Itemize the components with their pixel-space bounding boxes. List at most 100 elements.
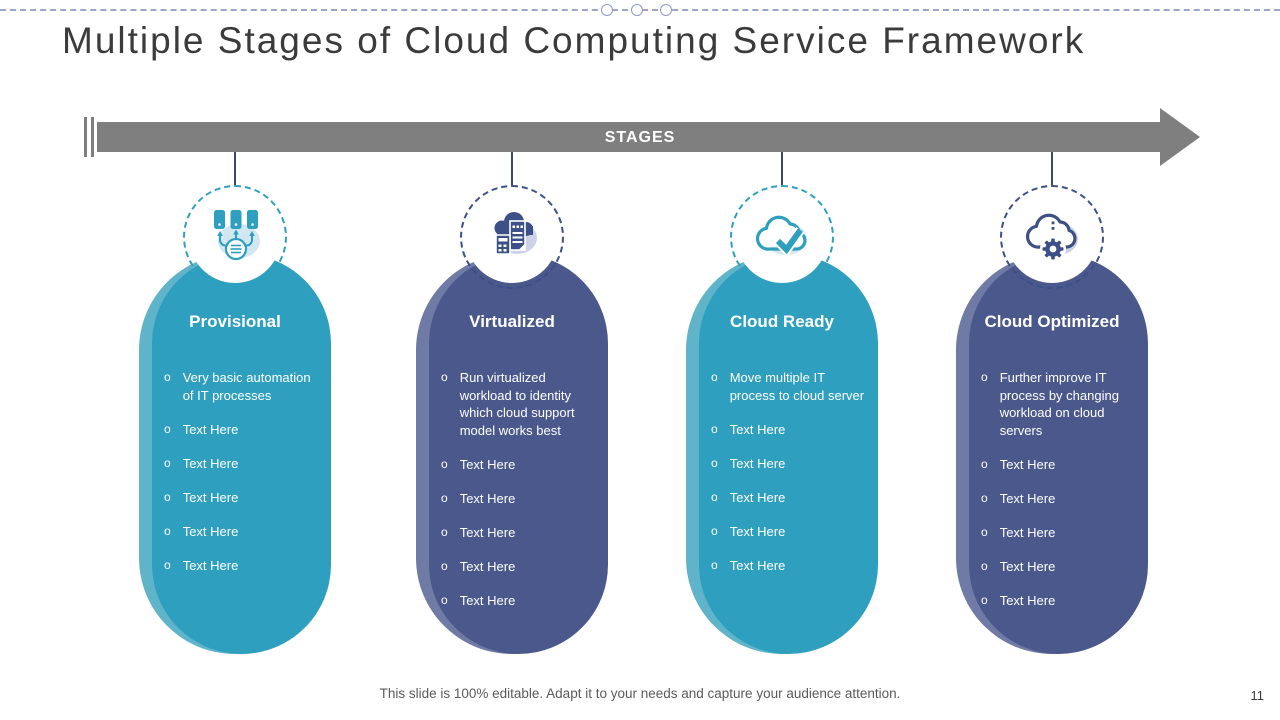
bullet-text: Text Here	[182, 421, 239, 437]
bullet-item: o Text Here	[164, 455, 319, 473]
stage-name: Cloud Ready	[730, 312, 834, 331]
bullet-marker: o	[164, 557, 171, 572]
bullet-marker: o	[711, 455, 718, 470]
bullet-text: Text Here	[999, 524, 1056, 540]
stage-icon-circle	[189, 191, 281, 283]
bullet-text: Text Here	[459, 456, 516, 472]
bullet-text: Text Here	[459, 524, 516, 540]
divider-circle-icon	[631, 4, 643, 16]
bullet-text: Move multiple IT process to cloud server	[729, 370, 865, 403]
bullet-text: Text Here	[182, 557, 239, 573]
stage-name: Virtualized	[469, 312, 555, 331]
bullet-marker: o	[981, 370, 988, 384]
bullet-marker: o	[981, 592, 988, 607]
connector-line	[781, 152, 783, 185]
stage-column-virtualized: Virtualized o Run virtualized workload to…	[416, 150, 608, 670]
bullet-item: o Text Here	[441, 490, 596, 508]
bullet-marker: o	[711, 523, 718, 538]
banner-tail-mark	[84, 117, 87, 157]
distribution-servers-icon	[214, 210, 260, 261]
stage-bullet-list: o Run virtualized workload to identity wh…	[416, 369, 608, 609]
bullet-text: Text Here	[999, 592, 1056, 608]
bullet-text: Text Here	[729, 489, 786, 505]
stage-pill: Virtualized o Run virtualized workload to…	[416, 254, 608, 654]
stage-icon-circle	[1006, 191, 1098, 283]
bullet-item: o Text Here	[711, 421, 866, 439]
banner-arrowhead	[1160, 108, 1200, 166]
bullet-marker: o	[981, 524, 988, 539]
banner-tail-mark	[91, 117, 94, 157]
bullet-text: Text Here	[999, 456, 1056, 472]
slide-title: Multiple Stages of Cloud Computing Servi…	[62, 20, 1086, 61]
footer-note: This slide is 100% editable. Adapt it to…	[379, 686, 901, 701]
bullet-marker: o	[981, 490, 988, 505]
bullet-item: o Text Here	[711, 455, 866, 473]
stages-banner-label: STAGES	[604, 129, 676, 146]
bullet-text: Text Here	[729, 421, 786, 437]
stage-pill: Cloud Optimized o Further improve IT proc…	[956, 254, 1148, 654]
bullet-marker: o	[441, 524, 448, 539]
stage-icon-circle	[736, 191, 828, 283]
bullet-item: o Text Here	[981, 490, 1136, 508]
bullet-marker: o	[711, 421, 718, 436]
bullet-marker: o	[441, 370, 448, 384]
bullet-text: Run virtualized workload to identity whi…	[459, 370, 575, 438]
stage-bullet-list: o Move multiple IT process to cloud serve…	[686, 369, 878, 574]
bullet-text: Text Here	[459, 558, 516, 574]
divider-circle-icon	[601, 4, 613, 16]
stage-name: Cloud Optimized	[984, 312, 1120, 331]
bullet-text: Text Here	[999, 558, 1056, 574]
cloud-gear-icon	[1025, 213, 1078, 262]
bullet-marker: o	[711, 489, 718, 504]
bullet-text: Text Here	[459, 592, 516, 608]
bullet-marker: o	[711, 557, 718, 572]
bullet-text: Text Here	[459, 490, 516, 506]
stages-banner-bar	[97, 122, 1160, 152]
bullet-marker: o	[164, 421, 171, 436]
stage-column-cloud-optimized: Cloud Optimized o Further improve IT proc…	[956, 150, 1148, 670]
bullet-text: Text Here	[182, 455, 239, 471]
bullet-item: o Text Here	[164, 421, 319, 439]
bullet-item: o Text Here	[164, 557, 319, 575]
connector-line	[511, 152, 513, 185]
cloud-building-calculator-icon	[494, 212, 537, 255]
stage-icon-ring	[730, 185, 834, 289]
connector-line	[1051, 152, 1053, 185]
bullet-text: Text Here	[182, 489, 239, 505]
bullet-item: o Text Here	[711, 489, 866, 507]
bullet-marker: o	[164, 455, 171, 470]
bullet-item: o Text Here	[441, 524, 596, 542]
bullet-marker: o	[441, 490, 448, 505]
bullet-text: Text Here	[999, 490, 1056, 506]
bullet-item: o Move multiple IT process to cloud serve…	[711, 369, 866, 404]
bullet-text: Further improve IT process by changing w…	[999, 370, 1119, 438]
bullet-item: o Text Here	[981, 524, 1136, 542]
stage-icon-circle	[466, 191, 558, 283]
divider-circle-icon	[660, 4, 672, 16]
bullet-marker: o	[164, 489, 171, 504]
stage-bullet-list: o Very basic automation of IT processes o…	[139, 369, 331, 574]
bullet-item: o Further improve IT process by changing …	[981, 369, 1136, 439]
stage-pill: Cloud Ready o Move multiple IT process to…	[686, 254, 878, 654]
stage-bullet-list: o Further improve IT process by changing …	[956, 369, 1148, 609]
bullet-text: Text Here	[729, 455, 786, 471]
page-number: 11	[1250, 688, 1265, 703]
bullet-marker: o	[164, 523, 171, 538]
connector-line	[234, 152, 236, 185]
bullet-text: Very basic automation of IT processes	[182, 370, 311, 403]
stage-icon-ring	[183, 185, 287, 289]
bullet-item: o Run virtualized workload to identity wh…	[441, 369, 596, 439]
bullet-marker: o	[711, 370, 718, 384]
bullet-item: o Text Here	[164, 489, 319, 507]
stage-icon-ring	[1000, 185, 1104, 289]
